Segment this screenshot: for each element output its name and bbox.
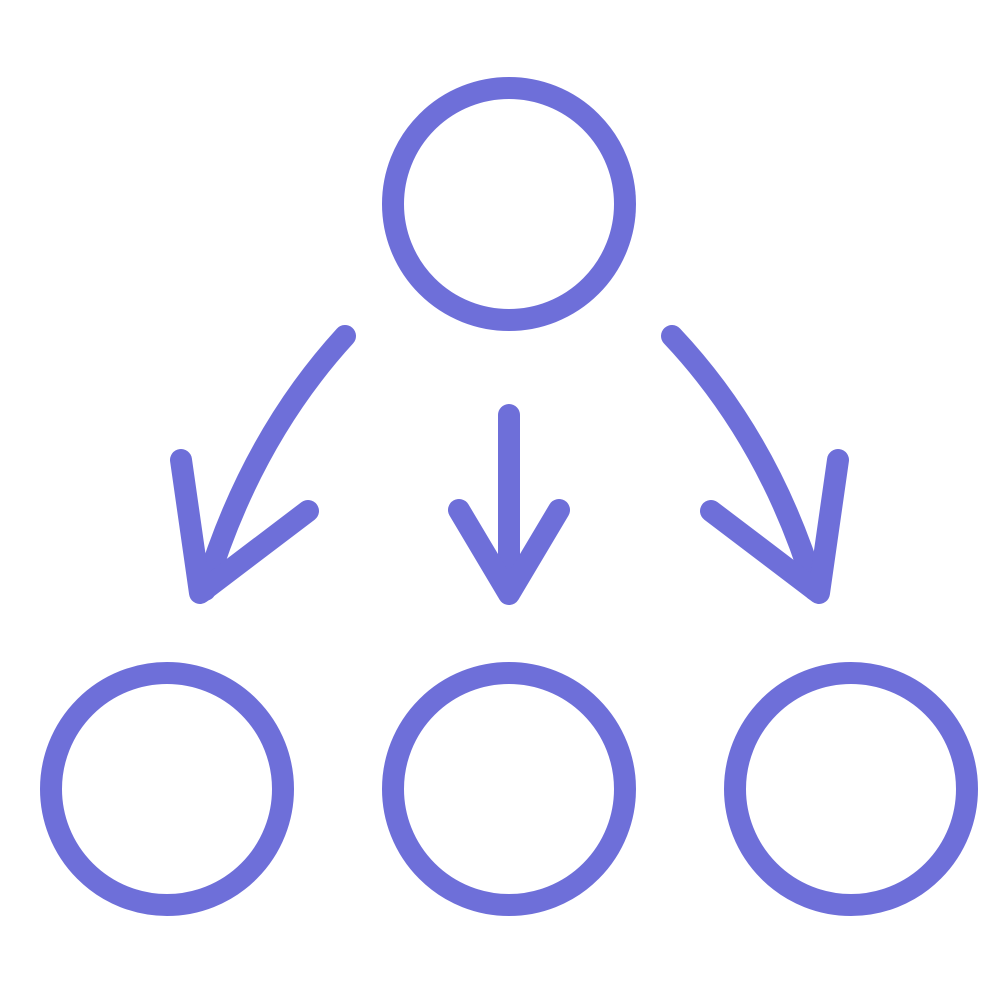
arrow-center-head [448, 499, 570, 605]
arrow-right-icon [661, 325, 849, 604]
child-node-left-circle [40, 662, 294, 916]
arrow-right-shaft [661, 325, 826, 601]
arrow-left-icon [170, 325, 356, 604]
child-node-right-circle [724, 662, 978, 916]
arrow-center-icon [448, 404, 570, 605]
arrow-left-shaft [194, 325, 356, 601]
parent-node-circle [382, 77, 636, 331]
child-node-center-circle [382, 662, 636, 916]
arrow-right-head [700, 449, 849, 604]
arrow-left-head [170, 449, 319, 604]
